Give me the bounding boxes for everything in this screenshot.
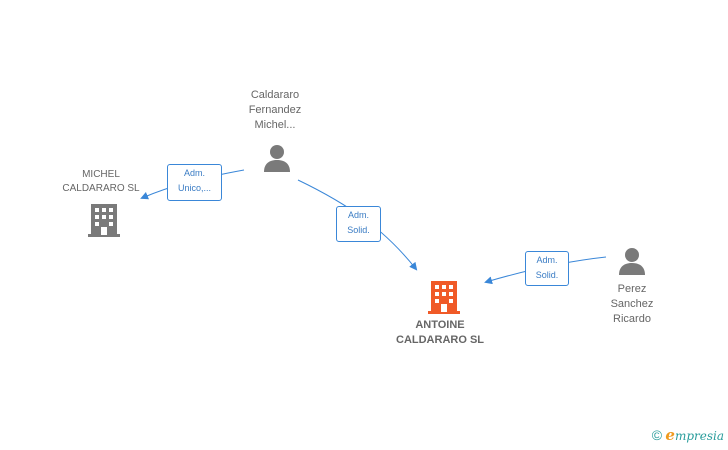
company-antoine-line-2: CALDARARO SL (396, 334, 484, 346)
role-line-2: Solid. (347, 225, 370, 235)
role-line-1: Adm. (347, 210, 369, 220)
building-icon[interactable] (88, 203, 120, 237)
role-badge-adm-unico[interactable]: Adm. Unico,... (167, 164, 222, 201)
person-icon[interactable] (617, 246, 647, 276)
person-michel-line-3: Michel... (254, 119, 296, 131)
person-perez-line-3: Ricardo (613, 313, 651, 325)
role-badge-adm-solid-michel[interactable]: Adm. Solid. (336, 206, 381, 242)
brand-initial: e (665, 426, 675, 444)
role-line-1: Adm. (536, 255, 558, 265)
company-michelsl-line-1: MICHEL (82, 169, 120, 180)
person-icon[interactable] (262, 143, 292, 173)
building-icon-focus[interactable] (428, 280, 460, 314)
person-michel-line-2: Fernandez (248, 104, 302, 116)
role-badge-adm-solid-perez[interactable]: Adm. Solid. (525, 251, 569, 286)
copyright-symbol: © (651, 427, 663, 443)
role-line-1: Adm. (183, 168, 205, 178)
role-line-2: Solid. (535, 270, 559, 280)
person-perez-line-1: Perez (617, 283, 647, 295)
company-antoine-label[interactable]: ANTOINE CALDARARO SL (385, 318, 495, 348)
company-michelsl-line-2: CALDARARO SL (62, 183, 140, 194)
company-michelsl-label[interactable]: MICHEL CALDARARO SL (50, 168, 152, 196)
company-antoine-line-1: ANTOINE (415, 319, 465, 331)
person-michel-label[interactable]: Caldararo Fernandez Michel... (230, 88, 320, 133)
person-perez-label[interactable]: Perez Sanchez Ricardo (592, 282, 672, 327)
empresia-watermark: © empresia (652, 426, 724, 444)
person-michel-line-1: Caldararo (250, 89, 300, 101)
brand-name: mpresia (674, 429, 724, 443)
role-line-2: Unico,... (177, 183, 211, 193)
person-perez-line-2: Sanchez (610, 298, 654, 310)
